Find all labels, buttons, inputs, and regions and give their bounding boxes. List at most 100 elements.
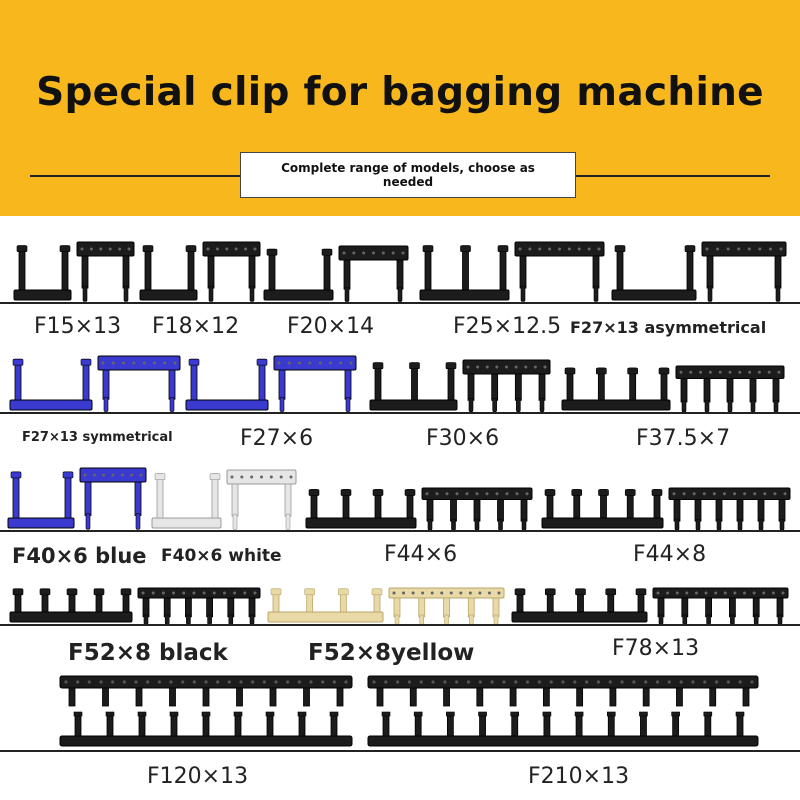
clip-rail-piece <box>419 245 510 301</box>
product-image <box>184 352 360 412</box>
clip-bar-piece <box>226 469 297 530</box>
clip-bar-piece <box>701 241 787 302</box>
clip-illustration <box>7 467 147 530</box>
subtitle-rule-left <box>30 175 242 177</box>
clip-top-bar <box>59 675 353 707</box>
clip-bar-piece <box>202 241 261 302</box>
model-label: F27×6 <box>240 426 314 451</box>
clip-rail-piece <box>7 471 75 529</box>
clip-rail-piece <box>541 489 664 529</box>
clip-rail-piece <box>9 358 93 411</box>
model-label: F40×6 white <box>161 546 282 566</box>
model-label: F210×13 <box>528 764 630 789</box>
clip-rail-piece <box>263 248 334 301</box>
clip-bar-piece <box>421 487 533 530</box>
clip-bottom-rail <box>59 711 353 747</box>
clip-bar-piece <box>137 587 261 624</box>
clip-rail-piece <box>561 367 671 411</box>
clip-illustration <box>151 469 297 530</box>
model-label: F44×8 <box>633 542 707 567</box>
clip-illustration <box>511 587 789 624</box>
product-image <box>540 484 794 530</box>
product-image <box>12 238 138 302</box>
model-label: F27×13 symmetrical <box>22 430 173 445</box>
clip-rail-piece <box>511 588 648 623</box>
clip-bar-piece <box>76 241 135 302</box>
row-divider <box>0 750 800 752</box>
page-title: Special clip for bagging machine <box>36 70 764 115</box>
clip-illustration <box>369 359 551 412</box>
model-label: F40×6 blue <box>12 544 147 568</box>
clip-bar-piece <box>388 587 505 624</box>
clip-rail-piece <box>267 588 384 623</box>
clip-illustration <box>139 241 261 302</box>
product-image <box>368 356 554 412</box>
clip-illustration <box>419 241 605 302</box>
clip-illustration <box>9 355 181 412</box>
model-label: F120×13 <box>147 764 249 789</box>
clip-illustration <box>561 365 785 412</box>
product-image <box>560 362 788 412</box>
product-image <box>138 238 264 302</box>
clip-rail-piece <box>151 473 222 529</box>
clip-illustration <box>541 487 791 530</box>
clip-rail-piece <box>369 362 458 411</box>
row-divider <box>0 412 800 414</box>
clip-rail-piece <box>305 489 417 529</box>
clip-bar-piece <box>97 355 181 412</box>
model-label: F27×13 asymmetrical <box>570 318 767 337</box>
model-label: F30×6 <box>426 426 500 451</box>
clip-illustration <box>59 675 353 747</box>
row-divider <box>0 624 800 626</box>
product-image <box>8 584 264 624</box>
product-image <box>418 238 608 302</box>
product-image <box>58 672 354 750</box>
clip-rail-piece <box>139 245 198 301</box>
clip-bar-piece <box>462 359 551 412</box>
clip-bar-piece <box>338 245 409 302</box>
product-image <box>510 584 792 624</box>
product-image <box>8 352 184 412</box>
model-label: F15×13 <box>34 314 122 339</box>
model-label: F52×8 black <box>68 640 228 666</box>
product-image <box>6 464 150 530</box>
clip-rail-piece <box>185 358 269 411</box>
model-label: F18×12 <box>152 314 240 339</box>
product-image <box>304 484 536 530</box>
clip-rail-piece <box>13 245 72 301</box>
product-image <box>150 466 300 530</box>
clip-bar-piece <box>652 587 789 624</box>
clip-rail-piece <box>611 245 697 301</box>
model-label: F52×8yellow <box>308 640 475 666</box>
row-divider <box>0 302 800 304</box>
subtitle-box: Complete range of models, choose as need… <box>240 152 576 198</box>
clip-top-bar <box>367 675 759 707</box>
model-label: F44×6 <box>384 542 458 567</box>
clip-illustration <box>611 241 787 302</box>
clip-bar-piece <box>668 487 791 530</box>
clip-bar-piece <box>79 467 147 530</box>
clip-illustration <box>305 487 533 530</box>
clip-illustration <box>267 587 505 624</box>
model-label: F20×14 <box>287 314 375 339</box>
clip-bottom-rail <box>367 711 759 747</box>
product-image <box>610 238 790 302</box>
clip-bar-piece <box>675 365 785 412</box>
clip-illustration <box>13 241 135 302</box>
model-label: F25×12.5 <box>453 314 562 339</box>
clip-illustration <box>367 675 759 747</box>
clip-bar-piece <box>514 241 605 302</box>
product-image <box>366 672 760 750</box>
product-image <box>262 242 412 302</box>
subtitle-rule-right <box>576 175 770 177</box>
clip-illustration <box>185 355 357 412</box>
clip-rail-piece <box>9 588 133 623</box>
clip-bar-piece <box>273 355 357 412</box>
clip-illustration <box>9 587 261 624</box>
clip-illustration <box>263 245 409 302</box>
subtitle-text: Complete range of models, choose as need… <box>281 161 535 189</box>
product-image <box>266 584 508 624</box>
model-label: F37.5×7 <box>636 426 731 451</box>
row-divider <box>0 530 800 532</box>
model-label: F78×13 <box>612 636 700 661</box>
